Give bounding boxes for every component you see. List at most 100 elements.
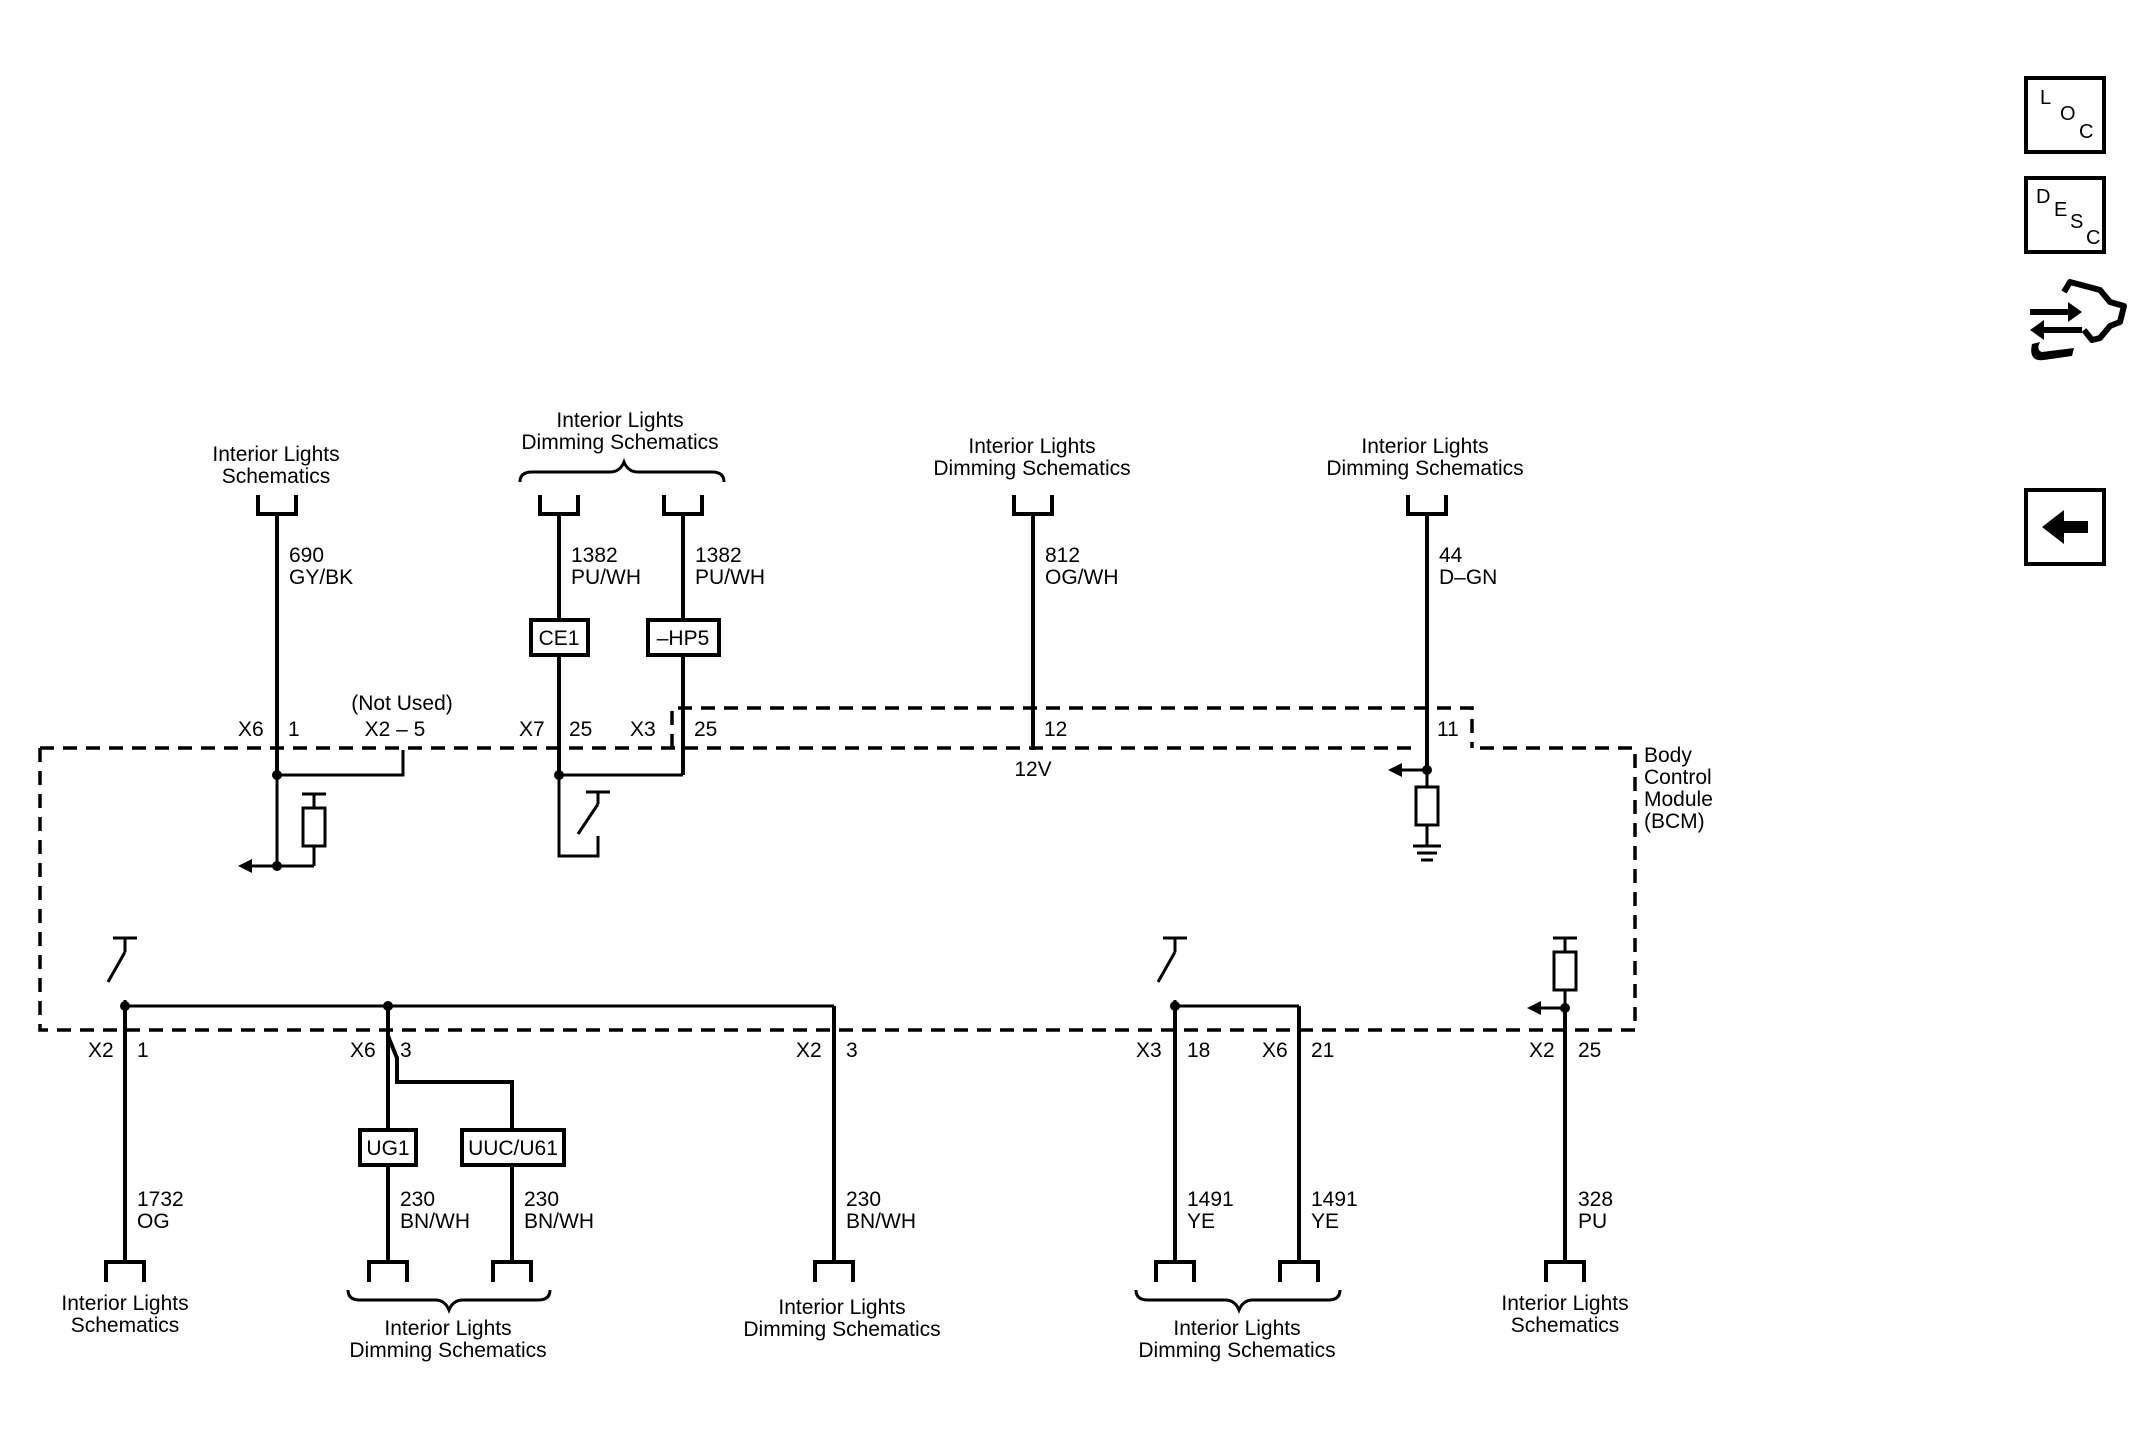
- circuit-number: 1382: [695, 544, 742, 567]
- svg-text:E: E: [2054, 199, 2067, 221]
- circuit-number: 230: [846, 1188, 881, 1211]
- dest-label: Dimming Schematics: [1326, 457, 1523, 480]
- pin-number: 3: [400, 1039, 412, 1062]
- dest-label: Dimming Schematics: [1138, 1339, 1335, 1362]
- wire-color: GY/BK: [289, 566, 353, 589]
- circuit-230: X2 3 230 BN/WH Interior Lights Dimming S…: [743, 1006, 941, 1341]
- circuit-44: Interior Lights Dimming Schematics 44 D–…: [1326, 435, 1524, 770]
- wire-color: BN/WH: [524, 1210, 594, 1233]
- pin-number: 25: [1578, 1039, 1601, 1062]
- dest-label: Schematics: [71, 1314, 180, 1337]
- output-driver-left: [106, 936, 834, 1011]
- connector-id: X2 – 5: [365, 718, 426, 741]
- option-code: UG1: [366, 1137, 409, 1160]
- svg-text:O: O: [2060, 103, 2076, 125]
- wire-color: D–GN: [1439, 566, 1497, 589]
- pull-up-circuit-bottom-right: [1527, 936, 1578, 1015]
- connector-id: X3: [1136, 1039, 1162, 1062]
- option-code: CE1: [539, 627, 580, 650]
- connector-end-view-icon: [2030, 279, 2127, 361]
- pin-number: 11: [1437, 718, 1459, 741]
- desc-icon: D E S C: [2036, 186, 2100, 249]
- circuit-812: Interior Lights Dimming Schematics 812 O…: [933, 435, 1130, 781]
- pin-number: 1: [288, 718, 300, 741]
- dest-label: Dimming Schematics: [349, 1339, 546, 1362]
- wire-color: BN/WH: [400, 1210, 470, 1233]
- circuit-1382-hp5: 1382 PU/WH –HP5 X3 25: [630, 495, 765, 775]
- connector-end-view-button[interactable]: [2030, 279, 2127, 361]
- connector-id: X6: [1262, 1039, 1288, 1062]
- circuit-number: 230: [524, 1188, 559, 1211]
- circuit-number: 690: [289, 544, 324, 567]
- circuit-number: 1491: [1187, 1188, 1234, 1211]
- wire-color: OG/WH: [1045, 566, 1119, 589]
- desc-button[interactable]: D E S C: [2024, 176, 2106, 254]
- dest-label: Dimming Schematics: [933, 457, 1130, 480]
- circuit-690: Interior Lights Schematics 690 GY/BK X6 …: [212, 443, 353, 775]
- wire-color: YE: [1311, 1210, 1339, 1233]
- dest-label: Interior Lights: [61, 1292, 188, 1315]
- connector-id: X6: [238, 718, 264, 741]
- pin-number: 18: [1187, 1039, 1210, 1062]
- module-label: Body Control Module (BCM): [1644, 744, 1713, 833]
- dest-label: Dimming Schematics: [743, 1318, 940, 1341]
- circuit-number: 328: [1578, 1188, 1613, 1211]
- circuit-number: 230: [400, 1188, 435, 1211]
- dest-label: Dimming Schematics: [521, 431, 718, 454]
- dest-label: Interior Lights: [556, 409, 683, 432]
- dest-label: Interior Lights: [1361, 435, 1488, 458]
- circuit-number: 812: [1045, 544, 1080, 567]
- dest-label: Schematics: [1511, 1314, 1620, 1337]
- module-name-line: Body: [1644, 744, 1692, 767]
- module-name-line: Control: [1644, 766, 1712, 789]
- option-code: UUC/U61: [468, 1137, 558, 1160]
- connector-id: X3: [630, 718, 656, 741]
- wire-color: BN/WH: [846, 1210, 916, 1233]
- wire-color: PU/WH: [695, 566, 765, 589]
- pin-number: 25: [569, 718, 592, 741]
- connector-id: X6: [350, 1039, 376, 1062]
- wire-color: YE: [1187, 1210, 1215, 1233]
- connector-id: X2: [88, 1039, 114, 1062]
- svg-text:S: S: [2070, 211, 2083, 233]
- not-used-label: (Not Used): [351, 692, 453, 715]
- wire-color: OG: [137, 1210, 170, 1233]
- back-button[interactable]: [2024, 488, 2106, 566]
- circuit-328: X2 25 328 PU Interior Lights Schematics: [1501, 1008, 1629, 1337]
- dest-label: Interior Lights: [778, 1296, 905, 1319]
- module-name-line: (BCM): [1644, 810, 1705, 833]
- wire-color: PU/WH: [571, 566, 641, 589]
- circuit-number: 1732: [137, 1188, 184, 1211]
- pull-down-circuit-right: [1388, 763, 1441, 862]
- svg-text:C: C: [2079, 121, 2093, 143]
- circuit-number: 1491: [1311, 1188, 1358, 1211]
- voltage-label: 12V: [1014, 758, 1051, 781]
- bcm-boundary: [38, 706, 1637, 1032]
- dest-label: Schematics: [222, 465, 331, 488]
- dest-label: Interior Lights: [968, 435, 1095, 458]
- output-driver-right: [1156, 936, 1299, 1011]
- circuit-230-split: X6 3 UG1 UUC/U61 230 BN/WH 230 BN/WH Int…: [346, 1006, 594, 1362]
- dest-label: Interior Lights: [1501, 1292, 1628, 1315]
- loc-icon: L O C: [2040, 87, 2093, 143]
- circuit-1732: X2 1 1732 OG Interior Lights Schematics: [61, 1006, 189, 1337]
- switch-input-center: [554, 770, 683, 858]
- pin-number: 12: [1044, 718, 1067, 741]
- svg-text:L: L: [2040, 87, 2051, 109]
- module-name-line: Module: [1644, 788, 1713, 811]
- connector-id: X2: [796, 1039, 822, 1062]
- circuit-number: 44: [1439, 544, 1463, 567]
- dest-label: Interior Lights: [212, 443, 339, 466]
- pin-number: 21: [1311, 1039, 1334, 1062]
- circuit-1382-ce1: Interior Lights Dimming Schematics 1382 …: [518, 409, 726, 775]
- pin-number: 1: [137, 1039, 149, 1062]
- connector-id: X2: [1529, 1039, 1555, 1062]
- pin-number: 3: [846, 1039, 858, 1062]
- wire-color: PU: [1578, 1210, 1607, 1233]
- dest-label: Interior Lights: [384, 1317, 511, 1340]
- loc-button[interactable]: L O C: [2024, 76, 2106, 154]
- back-arrow-icon: [2042, 510, 2088, 544]
- svg-text:D: D: [2036, 186, 2050, 208]
- input-circuit-left: [238, 770, 327, 873]
